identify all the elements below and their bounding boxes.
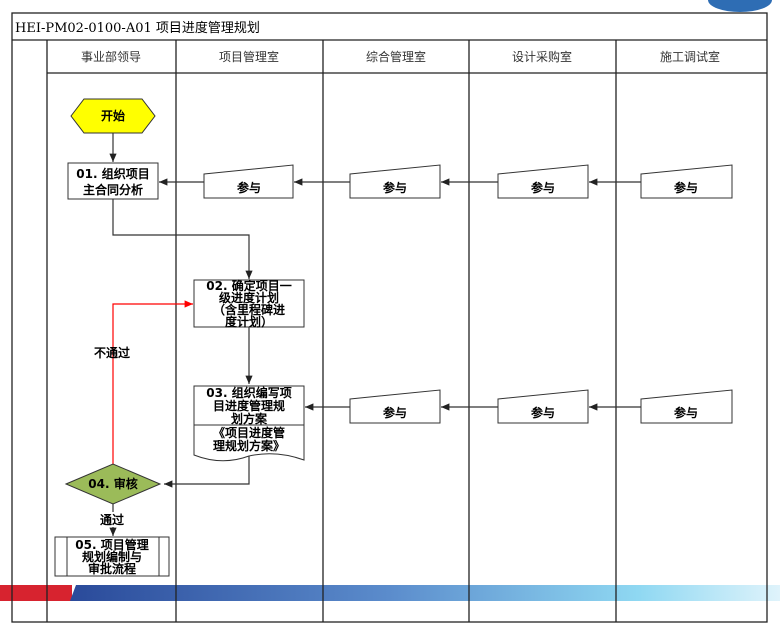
svg-text:级进度计划: 级进度计划: [219, 290, 279, 305]
lane-header: 项目管理室: [219, 49, 279, 64]
participate-node[interactable]: 参与: [640, 164, 733, 199]
step-02-box[interactable]: 02. 确定项目一 级进度计划 （含里程碑进 度计划）: [193, 278, 305, 329]
participate-node[interactable]: 参与: [349, 164, 441, 199]
lane-header: 综合管理室: [366, 49, 426, 64]
svg-text:审批流程: 审批流程: [88, 561, 136, 576]
svg-text:参与: 参与: [383, 180, 407, 195]
svg-text:03. 组织编写项: 03. 组织编写项: [206, 385, 291, 400]
svg-text:开始: 开始: [101, 108, 125, 123]
participate-node[interactable]: 参与: [497, 164, 589, 199]
participate-node[interactable]: 参与: [497, 389, 589, 424]
start-node[interactable]: 开始: [70, 98, 156, 134]
step-01-box[interactable]: 01. 组织项目 主合同分析: [67, 162, 159, 200]
svg-text:参与: 参与: [383, 405, 407, 420]
pass-label: 通过: [100, 512, 124, 527]
svg-text:（含里程碑进: （含里程碑进: [213, 302, 285, 317]
step-03-document[interactable]: 03. 组织编写项 目进度管理规 划方案 《项目进度管 理规划方案》: [193, 385, 305, 462]
svg-text:参与: 参与: [237, 180, 261, 195]
band-red: [0, 585, 72, 601]
band-blue: [70, 585, 780, 601]
svg-text:05. 项目管理: 05. 项目管理: [75, 537, 148, 552]
svg-text:规划编制与: 规划编制与: [82, 549, 142, 564]
connectors: [109, 133, 641, 536]
svg-text:度计划）: 度计划）: [225, 314, 273, 329]
svg-text:理规划方案》: 理规划方案》: [213, 438, 285, 453]
svg-text:《项目进度管: 《项目进度管: [213, 425, 285, 440]
reject-line: [112, 300, 193, 464]
svg-text:主合同分析: 主合同分析: [83, 182, 143, 197]
lane-header: 设计采购室: [512, 49, 572, 64]
logo-corner: [708, 0, 772, 12]
svg-text:02. 确定项目一: 02. 确定项目一: [206, 278, 291, 293]
step-05-subprocess[interactable]: 05. 项目管理 规划编制与 审批流程: [54, 536, 170, 577]
step-04-review-diamond[interactable]: 04. 审核: [64, 463, 162, 505]
svg-text:04. 审核: 04. 审核: [88, 476, 137, 491]
svg-text:目进度管理规: 目进度管理规: [213, 398, 285, 413]
diagram-title: HEI-PM02-0100-A01 项目进度管理规划: [15, 20, 260, 36]
participate-node[interactable]: 参与: [640, 389, 733, 424]
svg-text:参与: 参与: [531, 180, 555, 195]
frame: [11, 12, 768, 623]
lane-dividers: [46, 40, 617, 622]
participate-node[interactable]: 参与: [203, 164, 294, 199]
lane-header: 事业部领导: [81, 49, 141, 64]
participate-node[interactable]: 参与: [349, 389, 441, 424]
svg-text:参与: 参与: [674, 405, 698, 420]
fail-label: 不通过: [94, 345, 130, 360]
svg-text:划方案: 划方案: [231, 411, 268, 426]
svg-text:参与: 参与: [674, 180, 698, 195]
lane-header: 施工调试室: [660, 49, 720, 64]
svg-text:参与: 参与: [531, 405, 555, 420]
svg-text:01. 组织项目: 01. 组织项目: [76, 166, 149, 181]
